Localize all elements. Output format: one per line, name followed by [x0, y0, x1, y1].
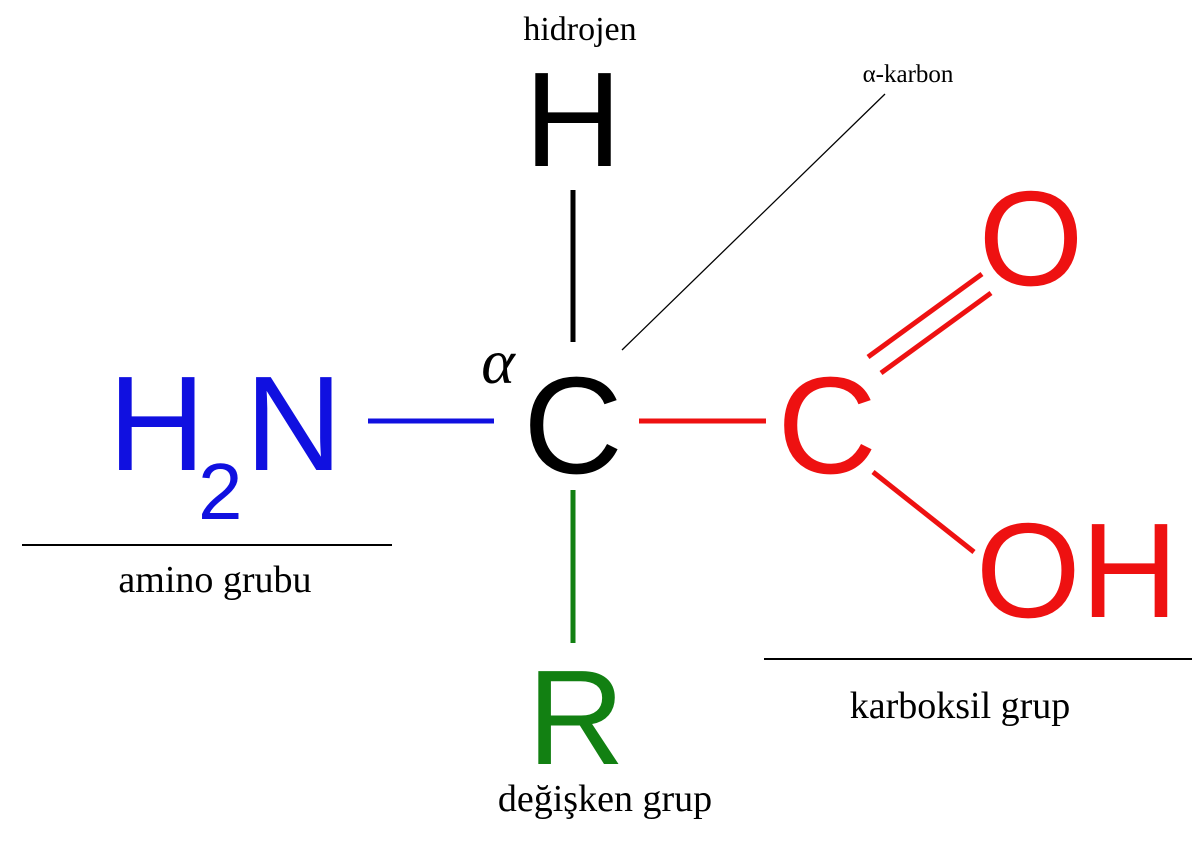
bond-c-oh — [871, 470, 976, 554]
bond-c-o-double-1 — [866, 271, 984, 360]
alpha-carbon-label: α-karbon — [863, 61, 954, 88]
carboxyl-hydroxyl: OH — [976, 495, 1179, 646]
carboxyl-carbon-atom: C — [777, 349, 877, 503]
amino-hydrogen-atom: H — [108, 348, 206, 499]
alpha-symbol: α — [481, 326, 516, 397]
hydrogen-label: hidrojen — [523, 11, 636, 48]
side-chain-r: R — [527, 642, 625, 793]
bond-c-o-double-2 — [879, 290, 993, 376]
amino-group-label: amino grubu — [118, 559, 311, 601]
hydrogen-atom: H — [524, 44, 622, 195]
amino-subscript: 2 — [198, 447, 243, 536]
carboxyl-group-label: karboksil grup — [850, 685, 1071, 727]
carboxyl-oxygen-atom: O — [978, 163, 1083, 314]
variable-group-label: değişken grup — [498, 778, 712, 820]
alpha-carbon-pointer — [621, 93, 886, 351]
amino-nitrogen-atom: N — [245, 348, 343, 499]
alpha-carbon-atom: C — [523, 349, 623, 503]
